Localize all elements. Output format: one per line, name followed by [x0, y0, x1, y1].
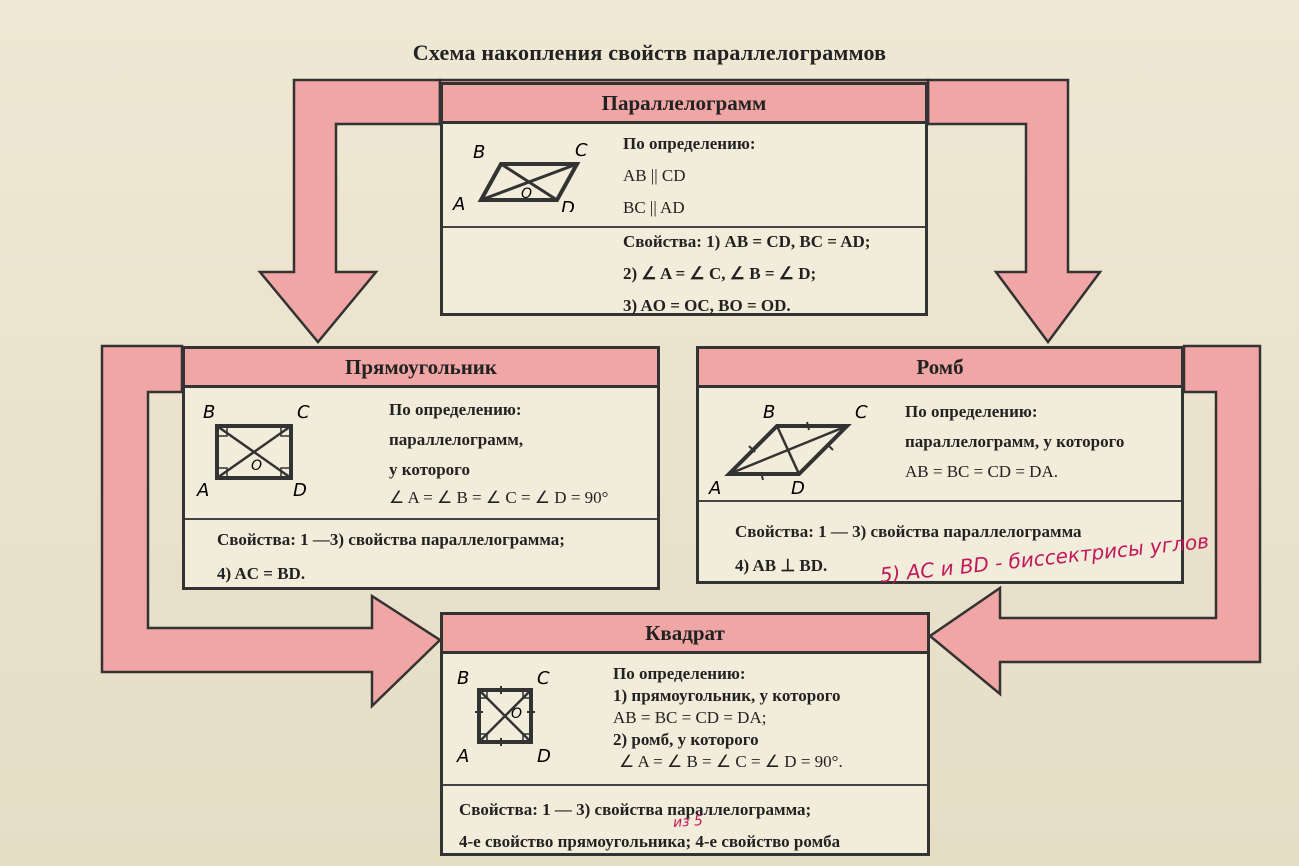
vertex-label-o: O	[521, 186, 532, 202]
rectangle-divider	[185, 518, 657, 520]
vertex-label-c: C	[575, 140, 588, 161]
vertex-label-a: A	[708, 478, 721, 496]
vertex-label-b: B	[203, 402, 215, 423]
square-definition-line-5: ∠ A = ∠ B = ∠ C = ∠ D = 90°.	[619, 752, 843, 771]
rhombus-header: Ромб	[699, 349, 1181, 388]
rhombus-definition-line-2: параллелограмм, у которого	[905, 432, 1125, 451]
rectangle-definition-line-4: ∠ A = ∠ B = ∠ C = ∠ D = 90°	[389, 488, 609, 507]
vertex-label-c: C	[297, 402, 310, 423]
parallelogram-box: Параллелограмм B C A D O По определению:…	[440, 82, 928, 316]
parallelogram-figure: B C A D O	[449, 132, 599, 219]
parallelogram-property-1: 1) AB = CD, BC = AD;	[706, 232, 871, 251]
arrow-to-rhombus	[926, 78, 1103, 345]
vertex-label-d: D	[791, 478, 805, 496]
square-property-2: 4-е свойство прямоугольника; 4-е свойств…	[459, 832, 841, 851]
rectangle-property-1: 1 —3) свойства параллелограмма;	[300, 530, 565, 549]
rectangle-property-2: 4) AC = BD.	[217, 564, 306, 583]
rhombus-figure: B C A D	[707, 396, 887, 501]
square-divider	[443, 784, 927, 786]
rhombus-definition-line-1: По определению:	[905, 402, 1038, 421]
vertex-label-a: A	[452, 194, 465, 212]
square-box: Квадрат B C A D O По определению: 1) пря…	[440, 612, 930, 856]
square-handwritten-note: из 5	[672, 812, 704, 832]
rectangle-header: Прямоугольник	[185, 349, 657, 388]
rhombus-definition-line-3: AB = BC = CD = DA.	[905, 462, 1058, 481]
rhombus-property-2: 4) AB ⊥ BD.	[735, 556, 828, 575]
diagram-title: Схема накопления свойств параллелограммо…	[412, 40, 887, 65]
vertex-label-d: D	[293, 480, 307, 496]
square-definition-line-2: 1) прямоугольник, у которого	[613, 686, 841, 705]
vertex-label-a: A	[196, 480, 209, 496]
rectangle-definition-line-3: у которого	[389, 460, 470, 479]
square-properties-label: Свойства:	[459, 800, 538, 819]
square-property-1: 1 — 3) свойства параллелограмма;	[542, 800, 812, 819]
parallelogram-header: Параллелограмм	[443, 85, 925, 124]
parallelogram-property-3: 3) AO = OC, BO = OD.	[623, 296, 791, 315]
rhombus-divider	[699, 500, 1181, 502]
rhombus-properties-label: Свойства:	[735, 522, 814, 541]
vertex-label-o: O	[251, 458, 262, 474]
parallelogram-property-2: 2) ∠ A = ∠ C, ∠ B = ∠ D;	[623, 264, 817, 283]
vertex-label-a: A	[456, 746, 469, 766]
parallelogram-definition-line-2: BC || AD	[623, 198, 685, 217]
square-definition-line-3: AB = BC = CD = DA;	[613, 708, 767, 727]
parallelogram-properties-label: Свойства:	[623, 232, 702, 251]
arrow-rhombus-to-square	[927, 344, 1262, 697]
vertex-label-o: O	[511, 706, 522, 722]
square-figure: B C A D O	[451, 666, 571, 771]
rectangle-properties-label: Свойства:	[217, 530, 296, 549]
rhombus-box: Ромб B C A D По определению: параллелогр…	[696, 346, 1210, 587]
vertex-label-c: C	[855, 402, 868, 423]
parallelogram-divider	[443, 226, 925, 228]
vertex-label-b: B	[457, 668, 469, 689]
square-definition-line-4: 2) ромб, у которого	[613, 730, 759, 749]
vertex-label-c: C	[537, 668, 550, 689]
rectangle-figure: B C A D O	[195, 396, 325, 501]
rhombus-property-1: 1 — 3) свойства параллелограмма	[818, 522, 1082, 541]
square-header: Квадрат	[443, 615, 927, 654]
vertex-label-d: D	[561, 198, 575, 212]
vertex-label-d: D	[537, 746, 551, 766]
arrow-rectangle-to-square	[100, 344, 442, 709]
square-definition-line-1: По определению:	[613, 664, 746, 683]
parallelogram-definition-line-1: AB || CD	[623, 166, 686, 185]
rectangle-definition-line-2: параллелограмм,	[389, 430, 524, 449]
arrow-to-rectangle	[257, 78, 442, 344]
vertex-label-b: B	[473, 142, 485, 163]
vertex-label-b: B	[763, 402, 775, 423]
parallelogram-definition-label: По определению:	[623, 134, 756, 153]
rectangle-definition-line-1: По определению:	[389, 400, 522, 419]
rectangle-box: Прямоугольник B C A D O По определению: …	[182, 346, 660, 590]
